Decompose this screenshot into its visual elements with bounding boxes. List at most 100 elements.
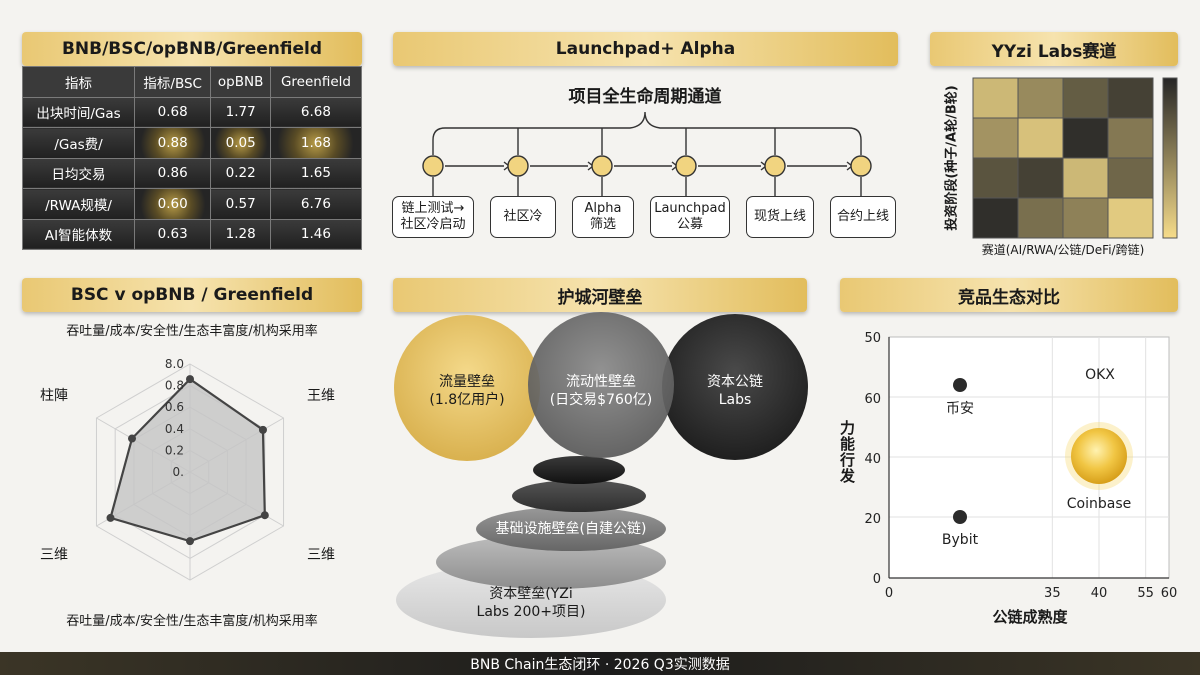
flow-step-label: Launchpad 公募 bbox=[654, 200, 726, 232]
flow-step-testnet: 链上测试→ 社区冷启动 bbox=[392, 196, 474, 238]
radar-tick-label: 0.2 bbox=[165, 443, 184, 457]
heatmap-colorbar bbox=[1162, 77, 1178, 239]
table-cell: 1.28 bbox=[210, 218, 271, 250]
moat-circle-liquidity bbox=[528, 312, 674, 458]
table-cell: 0.60 bbox=[133, 188, 212, 220]
flow-heading: 项目全生命周期通道 bbox=[568, 87, 722, 107]
table-cell: 0.68 bbox=[133, 96, 212, 128]
scatter-point-label: 币安 bbox=[946, 401, 974, 417]
metrics-table: 指标 指标/BSC opBNB Greenfield 出块时间/Gas 0.68… bbox=[22, 66, 363, 250]
table-cell: 1.46 bbox=[269, 218, 363, 250]
table-header: 指标/BSC bbox=[133, 66, 212, 98]
radar-axis-label: 柱陣 bbox=[40, 388, 68, 404]
scatter-point-label: OKX bbox=[1085, 367, 1115, 383]
moat-circle-traffic bbox=[394, 315, 540, 461]
moat-layer-mid bbox=[512, 480, 646, 512]
moat-traffic-sub: (1.8亿用户) bbox=[429, 392, 505, 409]
table-row: /RWA规模/ 0.60 0.57 6.76 bbox=[22, 188, 363, 220]
radar-top-label: 吞吐量/成本/安全性/生态丰富度/机构采用率 bbox=[66, 324, 318, 339]
flow-step-label: 合约上线 bbox=[836, 208, 889, 224]
radar-axis-label: 三维 bbox=[40, 547, 68, 563]
table-cell: 出块时间/Gas bbox=[22, 96, 135, 128]
scatter-xtick-label: 35 bbox=[1044, 586, 1061, 601]
flow-step-label: Alpha 筛选 bbox=[584, 200, 622, 232]
scatter-ylabel: 力能行发 bbox=[838, 420, 856, 484]
radar-tick-label: 0.8 bbox=[165, 379, 184, 393]
heatmap-cell bbox=[972, 117, 1019, 159]
moat-liquidity-label: 流动性壁垒 (日交易$760亿) bbox=[531, 373, 671, 409]
table-cell: 0.05 bbox=[210, 127, 271, 159]
scatter-ytick-label: 60 bbox=[864, 392, 881, 407]
scatter-xtick-label: 40 bbox=[1091, 586, 1108, 601]
table-row: 日均交易 0.86 0.22 1.65 bbox=[22, 157, 363, 189]
scatter-ytick-label: 40 bbox=[864, 452, 881, 467]
radar-data-point bbox=[260, 511, 269, 520]
radar-data-point bbox=[106, 513, 115, 522]
table-cell: 6.68 bbox=[269, 96, 363, 128]
radar-axis-label: 三维 bbox=[307, 547, 335, 563]
scatter-xtick-label: 55 bbox=[1137, 586, 1154, 601]
moat-capital-line2: Labs 200+项目) bbox=[476, 604, 586, 621]
panel-title-metrics: BNB/BSC/opBNB/Greenfield bbox=[22, 32, 362, 66]
table-cell: 0.63 bbox=[133, 218, 212, 250]
radar-tick-label: 0. bbox=[173, 465, 184, 479]
panel-title-radar: BSC v opBNB / Greenfield bbox=[22, 278, 362, 312]
table-cell: 0.86 bbox=[133, 157, 212, 189]
panel-title-competitors: 竞品生态对比 bbox=[840, 278, 1178, 312]
panel-title-moat: 护城河壁垒 bbox=[393, 278, 807, 312]
scatter-ytick-label: 20 bbox=[864, 512, 881, 527]
table-cell: 6.76 bbox=[269, 188, 363, 220]
moat-liquidity-title: 流动性壁垒 bbox=[566, 374, 636, 390]
table-cell: 0.22 bbox=[210, 157, 271, 189]
scatter-xlabel: 公链成熟度 bbox=[992, 608, 1068, 626]
scatter-point-label: Bybit bbox=[942, 532, 979, 548]
moat-layer-top bbox=[533, 456, 625, 484]
heatmap-xlabel: 赛道(AI/RWA/公链/DeFi/跨链) bbox=[981, 243, 1145, 257]
radar-data-point bbox=[258, 425, 267, 434]
table-cell: 1.65 bbox=[269, 157, 363, 189]
table-cell: /Gas费/ bbox=[22, 127, 135, 159]
radar-axis-label: 王维 bbox=[307, 388, 335, 404]
heatmap-cell bbox=[1107, 157, 1154, 199]
radar-tick-label: 8.0 bbox=[165, 357, 184, 371]
footer-banner: BNB Chain生态闭环 · 2026 Q3实测数据 bbox=[0, 652, 1200, 675]
heatmap-cell bbox=[1017, 197, 1064, 239]
flow-step-alpha: Alpha 筛选 bbox=[572, 196, 634, 238]
scatter-point-label: Coinbase bbox=[1067, 496, 1131, 512]
flow-step-label: 现货上线 bbox=[753, 208, 806, 224]
flow-step-spot: 现货上线 bbox=[746, 196, 814, 238]
scatter-ytick-label: 0 bbox=[873, 572, 881, 587]
table-cell: 日均交易 bbox=[22, 157, 135, 189]
table-cell: 0.88 bbox=[133, 127, 212, 159]
heatmap-cell bbox=[972, 77, 1019, 119]
table-cell: AI智能体数 bbox=[22, 218, 135, 250]
radar-bottom-label: 吞吐量/成本/安全性/生态丰富度/机构采用率 bbox=[66, 614, 318, 629]
panel-title-launchpad: Launchpad+ Alpha bbox=[393, 32, 898, 66]
scatter-point bbox=[953, 510, 967, 524]
moat-traffic-title: 流量壁垒 bbox=[439, 374, 495, 390]
table-header-row: 指标 指标/BSC opBNB Greenfield bbox=[22, 66, 363, 98]
moat-traffic-label: 流量壁垒 (1.8亿用户) bbox=[402, 373, 532, 409]
panel-title-yyzi: YYzi Labs赛道 bbox=[930, 32, 1178, 66]
scatter-point bbox=[1071, 428, 1127, 484]
moat-capital-chain-sub: Labs bbox=[718, 392, 752, 409]
table-cell: 1.77 bbox=[210, 96, 271, 128]
flow-step-futures: 合约上线 bbox=[830, 196, 896, 238]
radar-tick-label: 0.6 bbox=[165, 400, 184, 414]
moat-liquidity-sub: (日交易$760亿) bbox=[549, 392, 653, 409]
table-row: /Gas费/ 0.88 0.05 1.68 bbox=[22, 127, 363, 159]
moat-layer-infra bbox=[476, 507, 666, 551]
scatter-point bbox=[953, 378, 967, 392]
table-cell: 0.57 bbox=[210, 188, 271, 220]
radar-data-point bbox=[186, 537, 194, 546]
flow-step-label: 链上测试→ 社区冷启动 bbox=[400, 200, 466, 232]
flow-step-community: 社区冷 bbox=[490, 196, 556, 238]
table-cell: 1.68 bbox=[269, 127, 363, 159]
radar-data-point bbox=[186, 375, 194, 384]
scatter-xtick-label: 0 bbox=[885, 586, 893, 601]
